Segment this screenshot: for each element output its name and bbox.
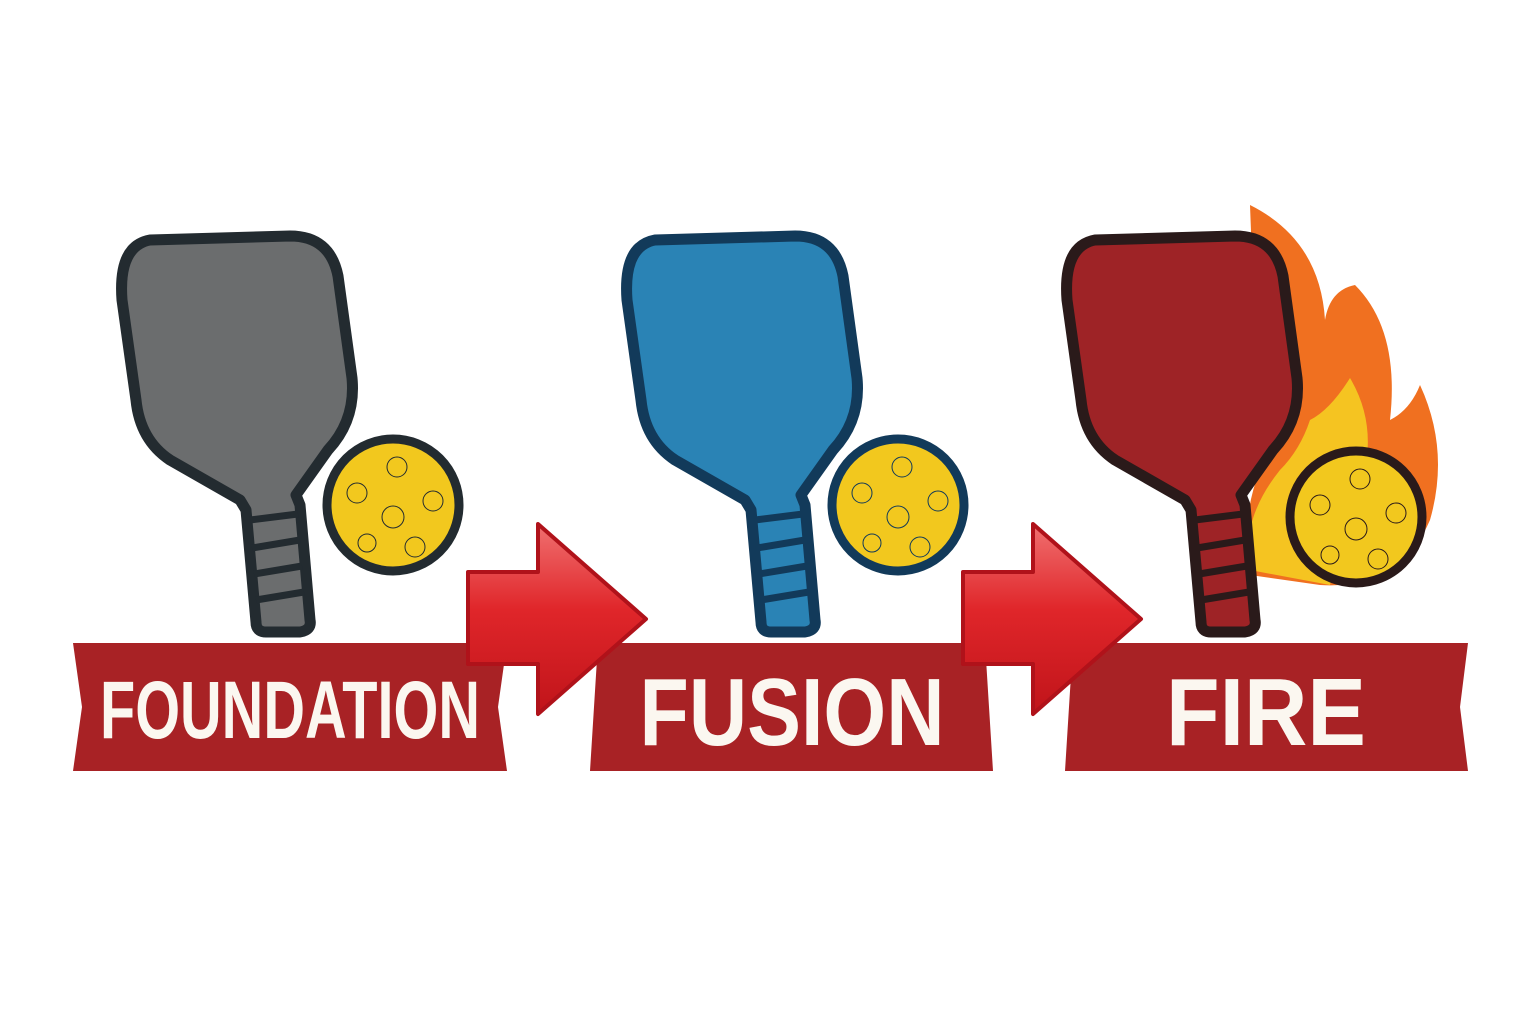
- pickleball-paddle-icon: [122, 236, 353, 632]
- stage-fire: FIRE: [1065, 205, 1468, 771]
- pickleball-ball-icon: [327, 439, 459, 571]
- right-arrow-icon: [466, 522, 648, 716]
- stage-label: FUSION: [640, 659, 945, 766]
- stage-label: FIRE: [1166, 659, 1366, 766]
- right-arrow-icon: [961, 522, 1143, 716]
- banner: [590, 643, 993, 771]
- stage-label: FOUNDATION: [100, 665, 480, 756]
- stage-foundation: FOUNDATION: [73, 236, 507, 771]
- stage-fusion: FUSION: [590, 236, 993, 771]
- pickleball-ball-icon: [1290, 451, 1422, 583]
- pickleball-ball-icon: [832, 439, 964, 571]
- banner: [73, 643, 507, 771]
- pickleball-paddle-icon: [627, 236, 858, 632]
- banner: [1065, 643, 1468, 771]
